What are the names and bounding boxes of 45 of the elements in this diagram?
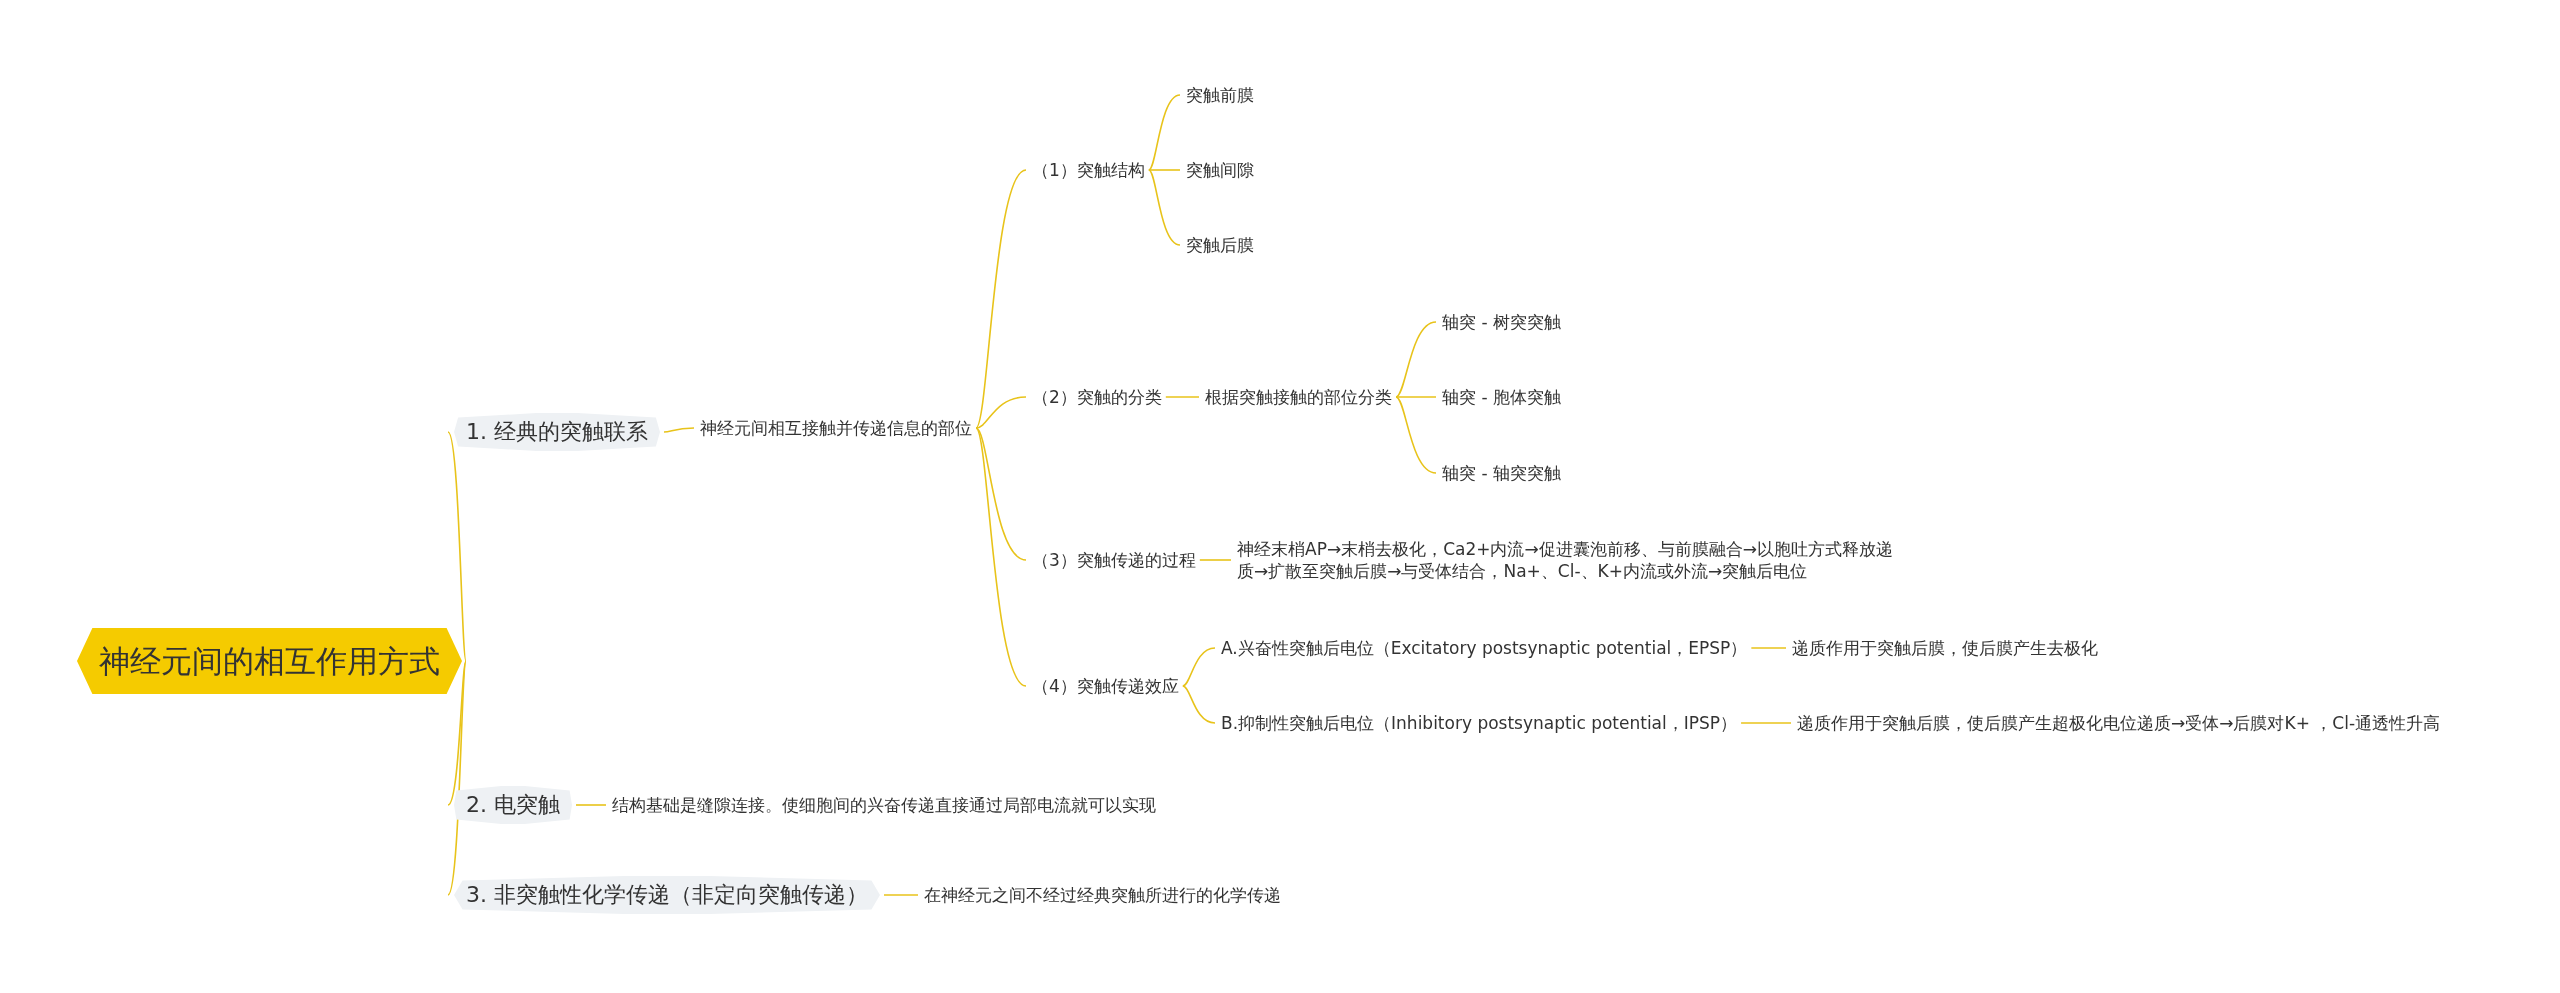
branch-line [447, 660, 467, 806]
topic-text: 在神经元之间不经过经典突触所进行的化学传递 [924, 884, 1281, 906]
branch-line [1395, 396, 1437, 474]
topic-text: 突触前膜 [1186, 84, 1254, 106]
topic-text: 轴突 - 轴突突触 [1442, 462, 1561, 484]
branch-line [975, 396, 1027, 429]
topic-text: （1）突触结构 [1032, 159, 1145, 181]
branch-line [975, 427, 1027, 687]
topic-text: 神经元间相互接触并传递信息的部位 [700, 417, 972, 439]
topic-text: 结构基础是缝隙连接。使细胞间的兴奋传递直接通过局部电流就可以实现 [612, 794, 1156, 816]
topic-box: 1. 经典的突触联系 [454, 413, 660, 451]
branch-line [1750, 647, 1787, 649]
topic-text: （2）突触的分类 [1032, 386, 1162, 408]
branch-line [1740, 722, 1792, 724]
branch-line [975, 169, 1027, 429]
central-topic-hexagon: 神经元间的相互作用方式 [77, 628, 462, 694]
branch-line [663, 427, 695, 433]
branch-line [975, 427, 1027, 561]
branch-line [883, 894, 919, 896]
branch-line [1148, 169, 1181, 246]
topic-box: 2. 电突触 [454, 786, 572, 824]
topic-text: 突触后膜 [1186, 234, 1254, 256]
branch-line [1182, 647, 1216, 687]
branch-line [1395, 321, 1437, 398]
topic-text: 轴突 - 树突突触 [1442, 311, 1561, 333]
branch-line [1199, 559, 1232, 561]
topic-text: 突触间隙 [1186, 159, 1254, 181]
branch-line [1165, 396, 1200, 398]
topic-text: A.兴奋性突触后电位（Excitatory postsynaptic potential，EPSP） [1221, 637, 1748, 659]
branch-line [1148, 94, 1181, 171]
topic-text: B.抑制性突触后电位（Inhibitory postsynaptic potential，IPSP） [1221, 712, 1738, 734]
topic-text: （4）突触传递效应 [1032, 675, 1179, 697]
topic-box: 3. 非突触性化学传递（非定向突触传递） [454, 876, 880, 914]
branch-line [1182, 685, 1216, 724]
branch-line [1395, 396, 1437, 398]
branch-line [1148, 169, 1181, 171]
branch-line [575, 804, 607, 806]
topic-text: 递质作用于突触后膜，使后膜产生超极化电位递质→受体→后膜对K+ ，Cl-通透性升高 [1797, 712, 2440, 734]
topic-text: 根据突触接触的部位分类 [1205, 386, 1392, 408]
topic-text: （3）突触传递的过程 [1032, 549, 1196, 571]
topic-text: 神经末梢AP→末梢去极化，Ca2+内流→促进囊泡前移、与前膜融合→以胞吐方式释放递质→扩散至突触后膜→与受体结合，Na+、Cl-、K+内流或外流→突触后电位 [1237, 538, 1897, 582]
topic-text: 轴突 - 胞体突触 [1442, 386, 1561, 408]
branch-line [447, 660, 467, 896]
topic-text: 递质作用于突触后膜，使后膜产生去极化 [1792, 637, 2098, 659]
branch-line [447, 431, 467, 662]
